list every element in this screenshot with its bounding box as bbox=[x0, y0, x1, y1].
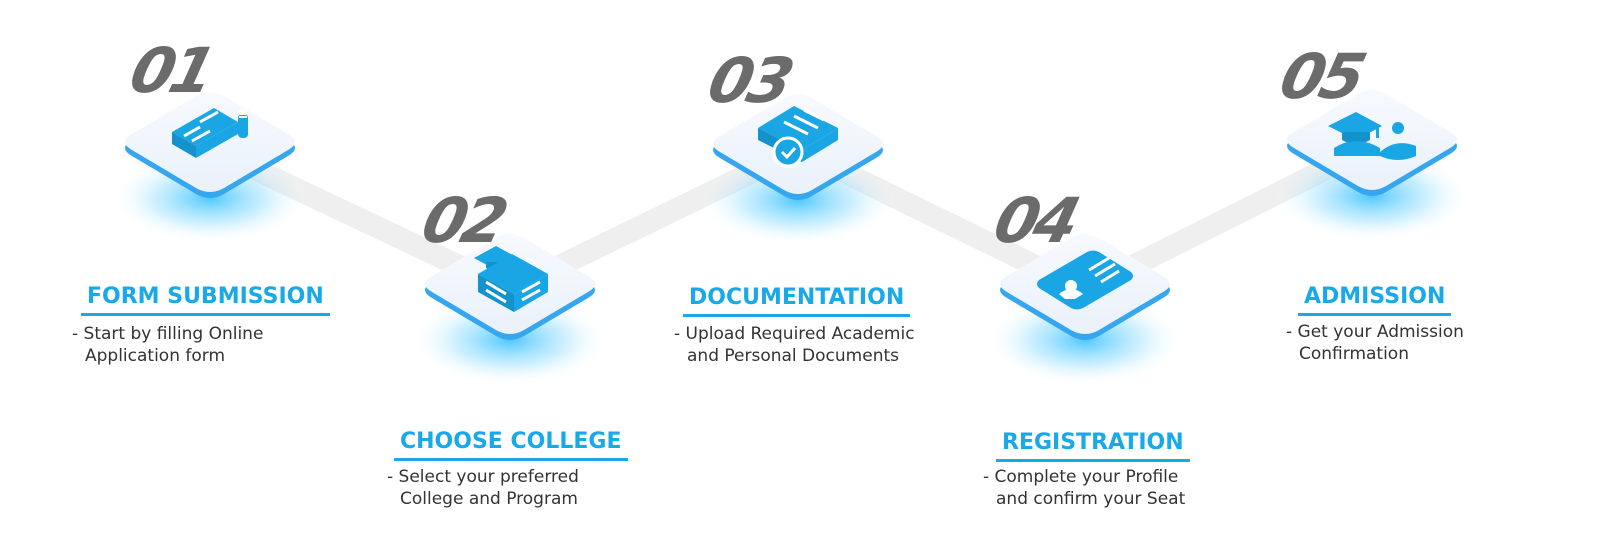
step-desc-1: - Start by filling Online Application fo… bbox=[72, 323, 263, 367]
step-desc-3-line-2: and Personal Documents bbox=[687, 346, 899, 366]
step-tile-4 bbox=[1000, 234, 1170, 340]
college-building-icon bbox=[474, 246, 548, 312]
step-desc-1-line-2: Application form bbox=[85, 346, 226, 366]
step-title-1: FORM SUBMISSION bbox=[81, 283, 330, 316]
step-tile-5 bbox=[1287, 90, 1457, 196]
step-desc-1-line-1: - Start by filling Online bbox=[72, 324, 264, 344]
graduate-student-icon bbox=[1328, 112, 1416, 160]
step-number-4: 04 bbox=[987, 184, 1084, 257]
step-title-2: CHOOSE COLLEGE bbox=[394, 428, 628, 461]
step-desc-4-line-1: - Complete your Profile bbox=[983, 467, 1179, 487]
form-document-icon bbox=[172, 108, 248, 158]
step-desc-2-line-2: College and Program bbox=[400, 489, 578, 509]
step-title-3: DOCUMENTATION bbox=[683, 284, 911, 317]
step-number-5: 05 bbox=[1273, 40, 1370, 113]
step-desc-2-line-1: - Select your preferred bbox=[387, 467, 579, 487]
step-desc-3-line-1: - Upload Required Academic bbox=[674, 324, 915, 344]
step-title-4: REGISTRATION bbox=[996, 429, 1190, 462]
certificate-document-icon bbox=[758, 106, 838, 168]
step-desc-3: - Upload Required Academic and Personal … bbox=[674, 323, 915, 367]
step-tile-1 bbox=[125, 92, 295, 198]
step-number-3: 03 bbox=[701, 44, 798, 117]
step-number-1: 01 bbox=[123, 34, 220, 107]
step-number-2: 02 bbox=[415, 184, 512, 257]
step-desc-2: - Select your preferred College and Prog… bbox=[387, 466, 579, 510]
step-desc-4: - Complete your Profile and confirm your… bbox=[983, 466, 1185, 510]
step-tile-3 bbox=[713, 94, 883, 200]
step-desc-4-line-2: and confirm your Seat bbox=[996, 489, 1186, 509]
step-desc-5: - Get your Admission Confirmation bbox=[1286, 321, 1464, 365]
step-desc-5-line-2: Confirmation bbox=[1299, 344, 1409, 364]
step-tile-2 bbox=[425, 234, 595, 340]
id-card-icon bbox=[1037, 250, 1133, 310]
step-desc-5-line-1: - Get your Admission bbox=[1286, 322, 1464, 342]
step-title-5: ADMISSION bbox=[1298, 283, 1452, 316]
